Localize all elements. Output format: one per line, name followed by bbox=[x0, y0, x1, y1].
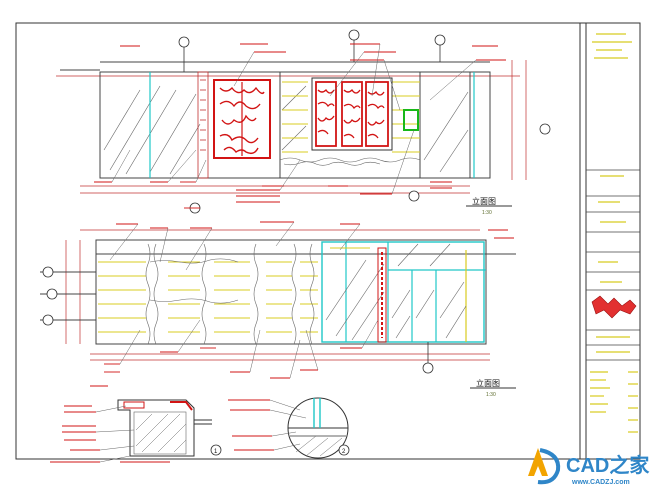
lower-outline bbox=[40, 239, 516, 345]
detail-left-callouts bbox=[50, 385, 170, 463]
cadzj-url-text: www.CADZJ.com bbox=[571, 479, 630, 486]
highlight-box bbox=[403, 109, 419, 131]
detail-section-right: 2 bbox=[228, 397, 350, 459]
lower-leader-lines bbox=[109, 221, 379, 379]
cadzj-logo-icon bbox=[528, 448, 561, 485]
carved-screen-right bbox=[311, 77, 393, 151]
lower-slats bbox=[98, 261, 318, 333]
title-block-logo bbox=[591, 295, 637, 319]
lower-elevation-title: 立面图 1:30 bbox=[470, 378, 516, 398]
detail-mark-2-label: 2 bbox=[342, 449, 346, 455]
lower-glass-panels bbox=[321, 241, 486, 343]
upper-outline bbox=[60, 61, 491, 179]
lower-glass-hatch bbox=[325, 243, 467, 341]
detail-right-hatch bbox=[295, 435, 343, 457]
detail-left-leaders bbox=[95, 405, 135, 463]
lower-callouts bbox=[104, 221, 514, 379]
title-block-text bbox=[590, 33, 638, 433]
upper-decor-column bbox=[197, 71, 209, 179]
detail-concrete-hatch bbox=[135, 413, 187, 453]
upper-grid-markers bbox=[178, 29, 551, 214]
detail-section-left: 1 bbox=[50, 385, 222, 463]
title-block bbox=[586, 169, 640, 361]
upper-elevation-title: 立面图 1:30 bbox=[466, 196, 512, 216]
lower-elevation-title-text: 立面图 bbox=[476, 378, 500, 388]
lower-dimension-lines bbox=[65, 229, 490, 361]
upper-elevation-title-text: 立面图 bbox=[472, 196, 496, 206]
carved-screen-left bbox=[213, 79, 271, 159]
upper-ground-texture bbox=[279, 157, 421, 166]
cadzj-watermark: CAD之家 www.CADZJ.com bbox=[528, 448, 650, 486]
upper-wood-slats bbox=[282, 81, 420, 153]
upper-elevation: 立面图 1:30 bbox=[56, 29, 551, 216]
upper-elevation-scale: 1:30 bbox=[482, 210, 492, 216]
lower-elevation: 立面图 1:30 bbox=[40, 221, 516, 398]
detail-mark-1-label: 1 bbox=[214, 449, 218, 455]
upper-leader-lines bbox=[111, 43, 477, 195]
sheet-border bbox=[15, 22, 641, 460]
detail-mark-1 bbox=[210, 444, 222, 456]
lower-red-column bbox=[377, 247, 387, 343]
cadzj-brand-text: CAD之家 bbox=[566, 453, 650, 477]
lower-stone-texture bbox=[145, 243, 315, 345]
detail-mark-2 bbox=[338, 444, 350, 456]
detail-right-callouts bbox=[228, 399, 274, 451]
upper-callouts bbox=[94, 43, 506, 209]
lower-elevation-scale: 1:30 bbox=[486, 392, 496, 398]
detail-right-leaders bbox=[269, 399, 307, 451]
upper-glass-hatch bbox=[103, 85, 469, 175]
lower-grid-markers bbox=[42, 266, 434, 374]
